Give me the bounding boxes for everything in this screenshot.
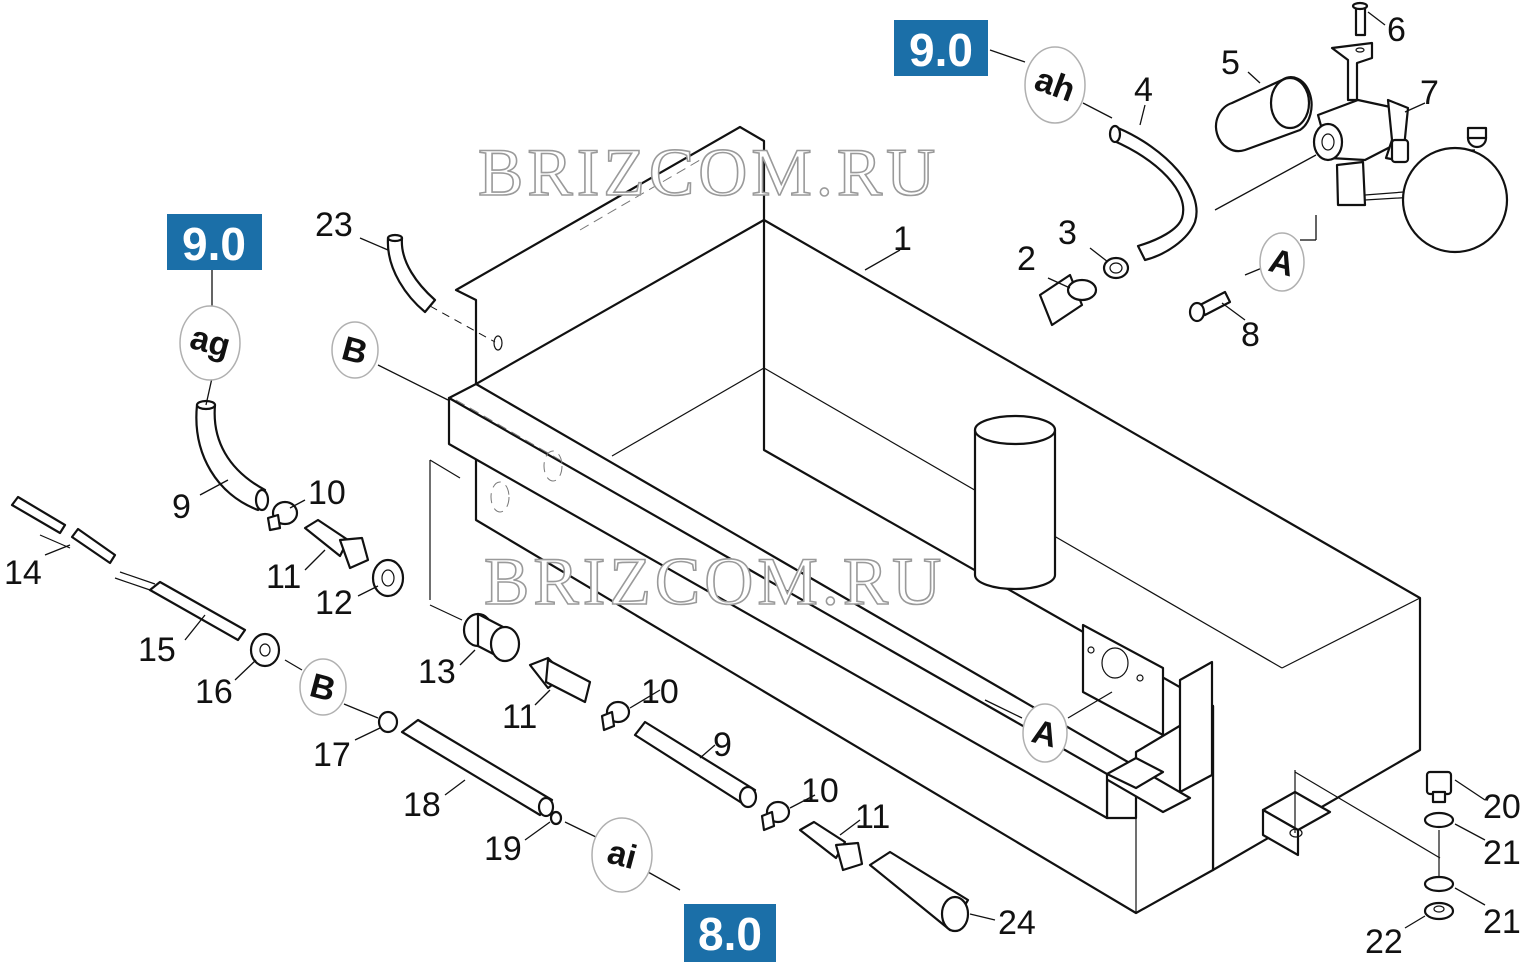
part-number-8: 8 <box>1241 316 1260 354</box>
reference-box-label: 9.0 <box>182 218 246 270</box>
left-fittings <box>10 459 970 933</box>
part-number-1: 1 <box>893 220 912 258</box>
reference-box-label: 8.0 <box>698 908 762 960</box>
part-number-5: 5 <box>1221 44 1240 82</box>
part-number-6: 6 <box>1387 11 1406 49</box>
connection-oval-a-upper: A <box>1259 232 1305 292</box>
part-number-16: 16 <box>195 673 233 711</box>
part-number-9: 9 <box>172 488 191 526</box>
connection-oval-b-lower: B <box>299 658 347 716</box>
reference-box-8-0-bottom: 8.0 <box>684 904 776 962</box>
reference-box-label: 9.0 <box>909 24 973 76</box>
connection-oval-a-lower: A <box>1022 703 1068 763</box>
part-number-15: 15 <box>138 631 176 669</box>
connection-oval-ah: ah <box>1024 46 1086 124</box>
float-valve-assembly <box>1214 1 1509 254</box>
part-number-17: 17 <box>313 736 351 774</box>
part-number-10: 10 <box>801 772 839 810</box>
hose-23 <box>386 233 496 343</box>
part-number-2: 2 <box>1017 240 1036 278</box>
part-number-13: 13 <box>418 653 456 691</box>
hose-4 <box>1108 124 1198 262</box>
reference-box-9-0-top: 9.0 <box>894 20 988 76</box>
leader-lines <box>44 11 1486 929</box>
part-number-4: 4 <box>1134 71 1153 109</box>
water-tank <box>447 125 1441 915</box>
part-number-7: 7 <box>1420 74 1439 112</box>
part-numbers: 1 2 3 4 5 6 7 8 9 9 10 10 10 11 11 11 12… <box>4 11 1521 961</box>
part-number-18: 18 <box>403 786 441 824</box>
mounting-hardware <box>1423 770 1455 921</box>
reference-box-9-0-left: 9.0 <box>167 214 262 270</box>
part-number-23: 23 <box>315 206 353 244</box>
part-number-21: 21 <box>1483 834 1521 872</box>
part-number-22: 22 <box>1365 923 1403 961</box>
connection-oval-ai: ai <box>591 817 653 893</box>
part-number-24: 24 <box>998 904 1036 942</box>
part-number-9: 9 <box>713 726 732 764</box>
connection-oval-b-upper: B <box>331 321 379 379</box>
part-number-3: 3 <box>1058 214 1077 252</box>
part-number-20: 20 <box>1483 788 1521 826</box>
inlet-fitting-2-3 <box>1038 256 1130 327</box>
connection-oval-ag: ag <box>179 305 241 381</box>
part-number-19: 19 <box>484 830 522 868</box>
part-number-11: 11 <box>855 798 890 836</box>
watermark: BRIZCOM.RU <box>478 134 939 210</box>
part-number-14: 14 <box>4 554 42 592</box>
part-number-21: 21 <box>1483 903 1521 941</box>
watermark: BRIZCOM.RU <box>484 543 945 619</box>
part-number-10: 10 <box>641 673 679 711</box>
screw-8 <box>1188 290 1232 323</box>
hose-9-upper <box>195 399 270 512</box>
part-number-10: 10 <box>308 474 346 512</box>
part-number-11: 11 <box>266 558 301 596</box>
part-number-11: 11 <box>502 698 537 736</box>
part-number-12: 12 <box>315 584 353 622</box>
